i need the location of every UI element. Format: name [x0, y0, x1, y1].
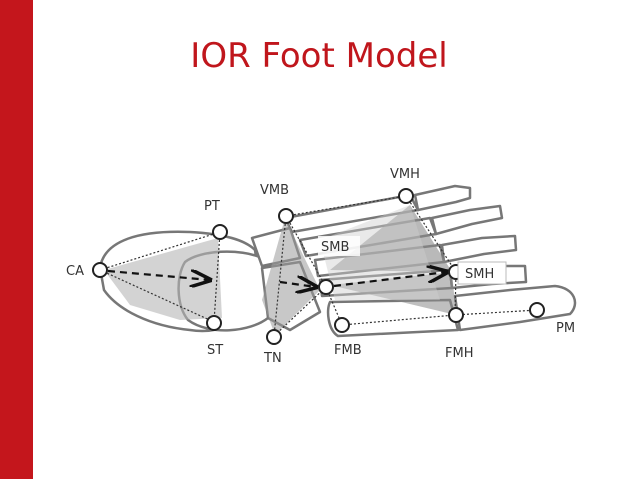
- label-fmb: FMB: [334, 343, 362, 358]
- segment-lines: [99, 195, 538, 337]
- marker-tn: [266, 329, 282, 345]
- forefoot-shading-a: [330, 205, 452, 272]
- slide-title: IOR Foot Model: [190, 36, 448, 76]
- label-vmb: VMB: [260, 183, 289, 198]
- marker-vmb: [278, 208, 294, 224]
- marker-fmh: [448, 307, 464, 323]
- marker-pt: [212, 224, 228, 240]
- label-fmh: FMH: [445, 346, 473, 361]
- toe-5: [413, 184, 472, 212]
- accent-bar: [0, 0, 33, 479]
- label-ca: CA: [66, 264, 84, 279]
- arrow-to-smh: [333, 272, 447, 288]
- marker-smb: [318, 279, 334, 295]
- label-vmh: VMH: [390, 167, 420, 182]
- label-st: ST: [207, 343, 223, 358]
- smb-label-box: [318, 236, 360, 256]
- marker-vmh: [398, 188, 414, 204]
- label-tn: TN: [263, 351, 282, 366]
- smh-label-box: [457, 261, 507, 285]
- marker-st: [206, 315, 222, 331]
- marker-labels: CA PT ST VMB TN SMB VMH SMH FMB FMH PM: [66, 167, 575, 366]
- label-smb: SMB: [321, 240, 349, 255]
- arrow-midfoot: [279, 282, 316, 287]
- hallux: [453, 284, 577, 332]
- metatarsal-1: [326, 298, 460, 338]
- label-smh: SMH: [465, 267, 494, 282]
- midfoot-shading: [262, 218, 320, 335]
- arrow-ca-to-talus: [107, 271, 210, 280]
- marker-ca: [92, 262, 108, 278]
- direction-arrows: [107, 271, 447, 288]
- marker-pm: [529, 302, 545, 318]
- toe-3: [440, 234, 518, 264]
- marker-fmb: [334, 317, 350, 333]
- hindfoot-shading: [104, 238, 222, 320]
- label-pt: PT: [204, 199, 220, 214]
- label-pm: PM: [556, 321, 575, 336]
- toe-4: [430, 204, 504, 236]
